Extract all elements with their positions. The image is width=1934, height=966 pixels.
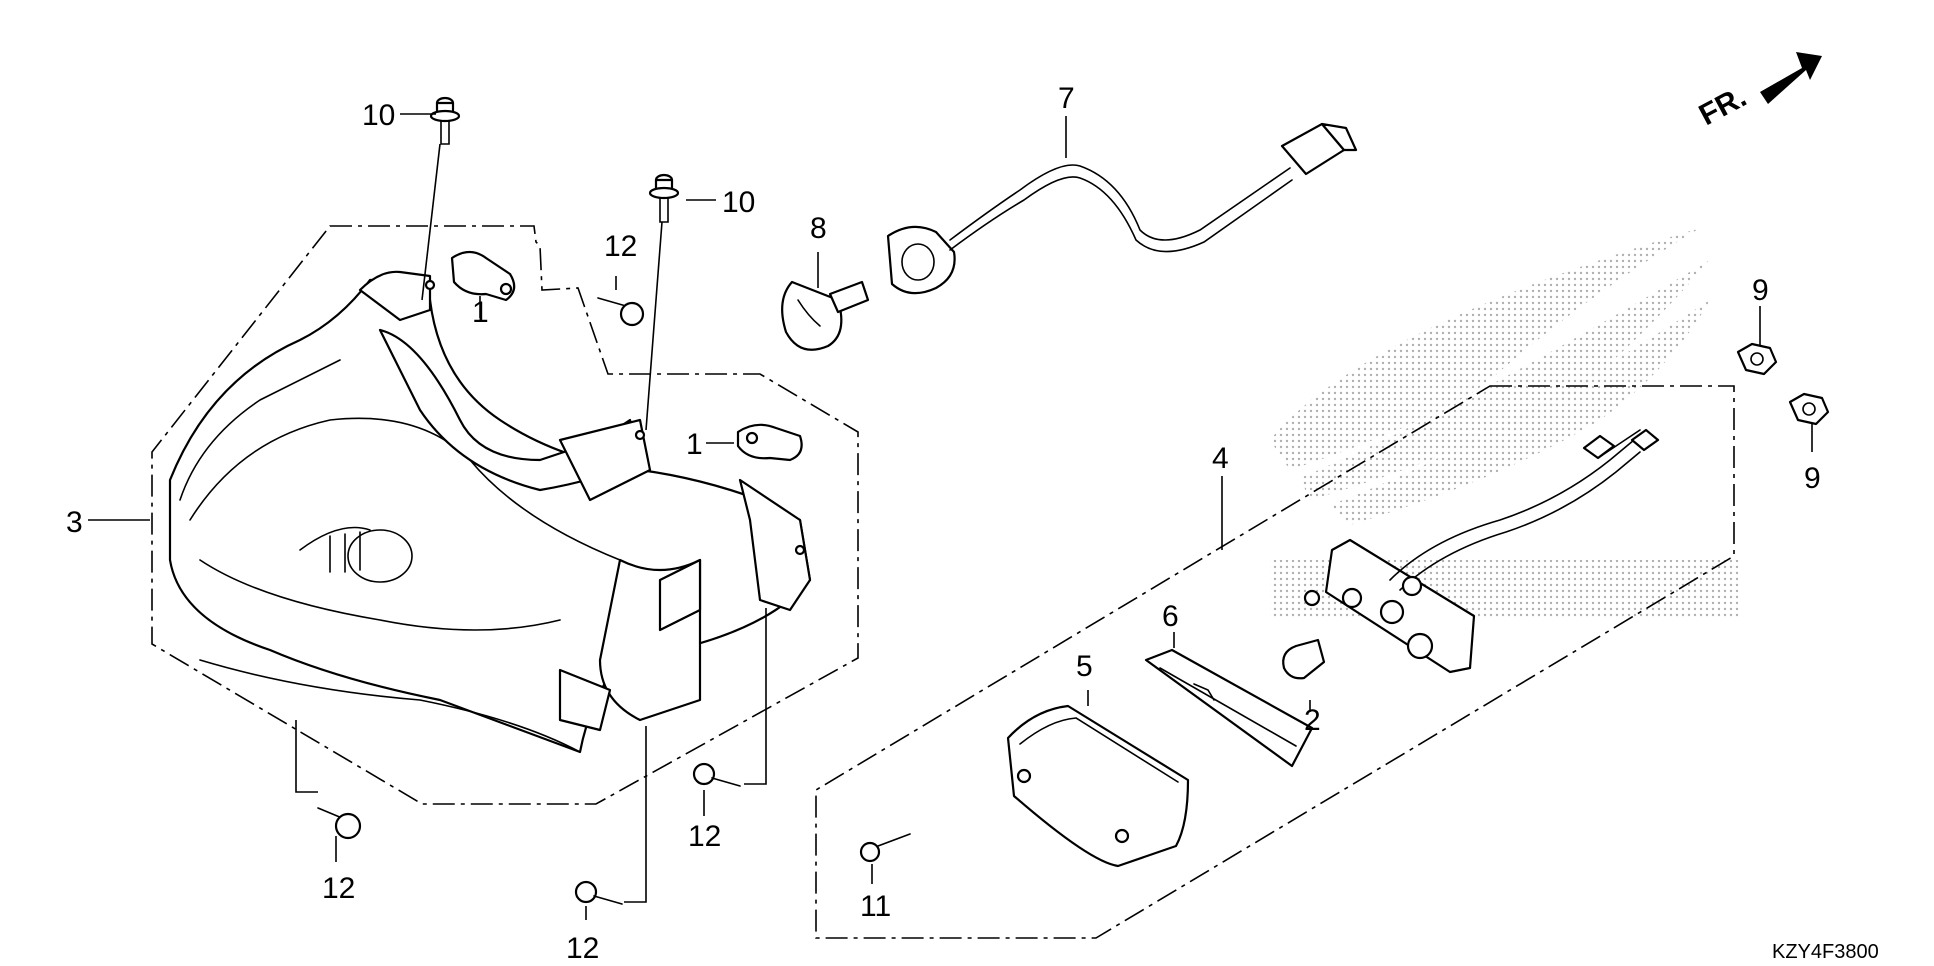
taillight-assembly-outline — [815, 385, 1735, 939]
callout-1-right: 1 — [686, 428, 703, 461]
front-direction-arrow: FR. — [1694, 52, 1822, 132]
callout-4: 4 — [1212, 442, 1229, 475]
callout-11: 11 — [860, 890, 891, 923]
callout-12-bottom: 12 — [566, 932, 599, 965]
bolt-right — [648, 173, 680, 223]
callout-9-lower: 9 — [1804, 462, 1821, 495]
callout-2: 2 — [1304, 704, 1321, 737]
headlight-assembly — [168, 270, 812, 754]
screw-left — [317, 807, 362, 840]
callout-12-left: 12 — [322, 872, 355, 905]
taillight-base — [1303, 428, 1660, 674]
screw-middle — [692, 762, 741, 787]
leader-lines — [88, 113, 1813, 920]
callout-numbers: 10 10 12 1 1 3 8 7 9 9 4 6 5 2 11 12 12 … — [66, 82, 1821, 965]
callout-5: 5 — [1076, 650, 1093, 683]
screw-bottom — [574, 880, 623, 905]
callout-10-right: 10 — [722, 186, 755, 219]
callout-6: 6 — [1162, 600, 1179, 633]
lens — [1006, 704, 1190, 868]
socket-harness — [886, 122, 1358, 295]
diagram-code: KZY4F3800 — [1772, 941, 1879, 963]
watermark-logo — [1270, 228, 1740, 618]
grommet-right — [736, 423, 803, 462]
bolt-left — [429, 96, 461, 145]
direction-label: FR. — [1694, 80, 1752, 132]
callout-8: 8 — [810, 212, 827, 245]
screw-upper — [597, 297, 645, 327]
callout-10-left: 10 — [362, 99, 395, 132]
gasket — [1144, 648, 1314, 768]
small-bulb — [1282, 638, 1326, 680]
callout-1-upper: 1 — [472, 296, 489, 329]
callout-9-upper: 9 — [1752, 274, 1769, 307]
screw-11 — [859, 833, 911, 863]
bulb — [781, 280, 870, 351]
callout-12-upper: 12 — [604, 230, 637, 263]
callout-3: 3 — [66, 506, 83, 539]
grommet-upper — [450, 250, 516, 302]
headlight-assembly-outline — [151, 225, 859, 805]
nut-lower — [1788, 392, 1830, 426]
nut-upper — [1736, 342, 1778, 376]
callout-12-middle: 12 — [688, 820, 721, 853]
callout-7: 7 — [1058, 82, 1075, 115]
